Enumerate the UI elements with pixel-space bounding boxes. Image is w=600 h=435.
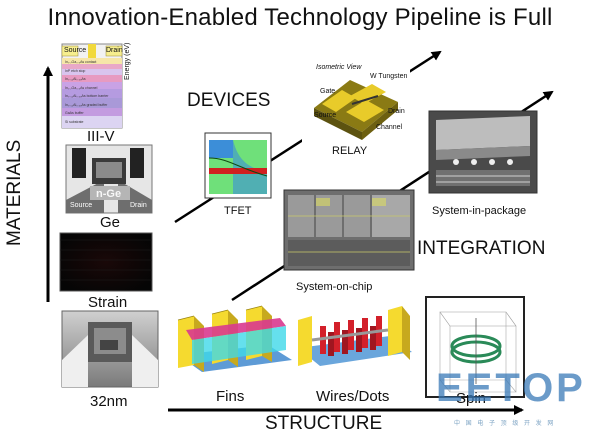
- ge-source-label: Source: [70, 202, 93, 209]
- 32nm-label: 32nm: [90, 393, 128, 410]
- relay-drain-label: Drain: [388, 108, 405, 115]
- soc-drawing: [283, 189, 415, 271]
- iii-v-layer: Si substrate: [65, 119, 84, 124]
- spin-drawing: [425, 296, 525, 398]
- iii-v-layer: GaAs buffer: [65, 111, 84, 115]
- relay-source-label: Source: [314, 112, 337, 119]
- spin-label: Spin: [456, 390, 487, 407]
- ge-drain-label: Drain: [130, 202, 147, 209]
- relay-gate-label: Gate: [320, 88, 336, 95]
- energy-axis-label: Energy (eV): [124, 42, 131, 80]
- strain-label: Strain: [88, 294, 128, 311]
- n-ge-label: n-Ge: [96, 188, 122, 200]
- iii-v-layer: In₀.₅₂Al₀.₄₈As bottom barrier: [65, 94, 109, 98]
- strain-drawing: [59, 232, 153, 292]
- iii-v-drain-label: Drain: [106, 47, 123, 54]
- sip-label: System-in-package: [432, 205, 527, 217]
- iii-v-label: III-V: [87, 128, 115, 145]
- ge-tem-drawing: [65, 144, 153, 214]
- page-title: Innovation-Enabled Technology Pipeline i…: [47, 4, 553, 31]
- iii-v-source-label: Source: [64, 47, 87, 54]
- iii-v-layer: InP etch stop: [65, 68, 86, 73]
- wires-dots-drawing: [298, 306, 412, 366]
- relay-channel-label: Channel: [376, 124, 403, 131]
- fins-drawing: [177, 305, 292, 372]
- devices-section-label: DEVICES: [187, 90, 271, 111]
- sip-drawing: [428, 110, 538, 194]
- soc-label: System-on-chip: [296, 281, 373, 293]
- tfet-label: TFET: [224, 205, 252, 217]
- relay-label: RELAY: [332, 145, 368, 157]
- wires-dots-label: Wires/Dots: [316, 388, 390, 405]
- fins-label: Fins: [216, 388, 245, 405]
- iii-v-layer: In₀.₇Ga₀.₃As contact: [65, 60, 97, 64]
- iii-v-layer: In₀.₅₂Al₀.₄₈As graded buffer: [65, 102, 108, 107]
- eetop-watermark: EETOP: [436, 366, 586, 410]
- relay-drawing: [302, 62, 410, 142]
- iii-v-layer: In₀.₇Ga₀.₃As channel: [65, 85, 98, 90]
- relay-isometric-label: Isometric View: [316, 64, 362, 71]
- ge-label: Ge: [100, 214, 121, 231]
- iii-v-layer: In₀.₅₂Al₀.₄₈As: [65, 77, 86, 81]
- materials-axis-label: MATERIALS: [4, 139, 25, 246]
- eetop-watermark-sub: 中 国 电 子 顶 级 开 发 网: [454, 421, 556, 427]
- iii-v-layer-list: In₀.₇Ga₀.₃As contact InP etch stop In₀.₅…: [65, 58, 123, 126]
- relay-tungsten-label: W Tungsten: [370, 73, 408, 80]
- structure-axis-label: STRUCTURE: [265, 413, 383, 434]
- integration-section-label: INTEGRATION: [417, 238, 546, 259]
- 32nm-sem-drawing: [61, 310, 159, 388]
- tfet-plot-drawing: [204, 132, 272, 199]
- iii-v-stack-drawing: [61, 43, 123, 129]
